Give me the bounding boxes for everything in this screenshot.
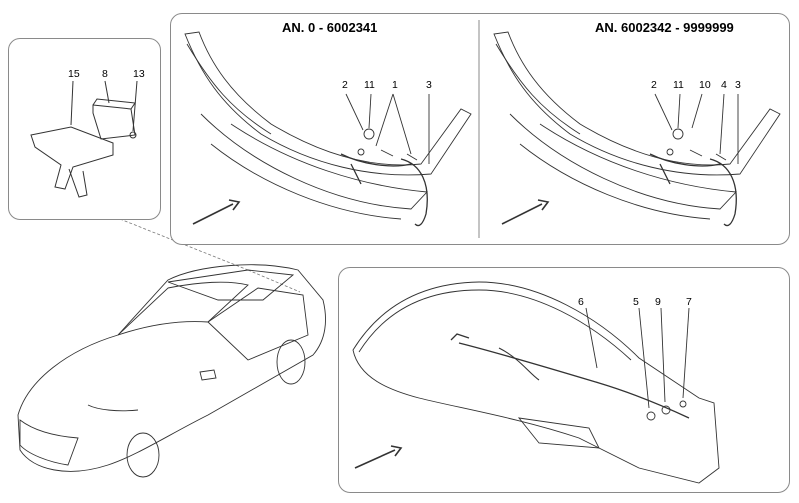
callout-11: 11 — [673, 79, 684, 91]
bumper-assembly-late — [493, 31, 781, 227]
callout-13: 13 — [133, 68, 145, 80]
mounting-bracket — [30, 126, 114, 190]
leader-line-bracket — [119, 218, 249, 271]
leader-line-car — [247, 269, 301, 293]
callout-6: 6 — [578, 296, 584, 308]
callout-3: 3 — [426, 79, 432, 91]
rear-wheel — [276, 339, 306, 385]
front-bumper-variants-panel: AN. 0 - 6002341 AN. 6002342 - 9999999 2 … — [170, 13, 790, 245]
bracket-drawing — [30, 80, 138, 198]
callout-11: 11 — [364, 79, 375, 91]
variant-title-early: AN. 0 - 6002341 — [282, 20, 378, 35]
sunroof — [167, 269, 295, 301]
parking-sensor — [661, 405, 671, 415]
callout-3: 3 — [735, 79, 741, 91]
callout-7: 7 — [686, 296, 692, 308]
mirror — [199, 369, 217, 381]
hood-line — [87, 404, 139, 412]
callout-1: 1 — [392, 79, 398, 91]
control-module-top — [92, 98, 136, 110]
front-bumper-drawings — [184, 20, 781, 238]
clip — [679, 400, 687, 408]
side-windows — [207, 287, 309, 361]
callout-10: 10 — [699, 79, 711, 91]
bracket-panel: 15 8 13 — [8, 38, 161, 220]
callout-2: 2 — [651, 79, 657, 91]
callout-8: 8 — [102, 68, 108, 80]
control-module — [92, 104, 136, 140]
front-wheel — [126, 432, 160, 478]
parking-sensor — [646, 411, 656, 421]
car-body — [17, 264, 326, 472]
callout-15: 15 — [68, 68, 80, 80]
suv-outline-icon — [17, 264, 326, 478]
rear-bumper-panel: 6 5 9 7 — [338, 267, 790, 493]
forward-arrow-icon — [354, 445, 403, 469]
front-grille — [19, 419, 79, 466]
windshield — [117, 281, 249, 336]
bracket-leg — [68, 168, 88, 198]
wiring-harness — [458, 342, 690, 419]
callout-9: 9 — [655, 296, 661, 308]
bumper-assembly-early — [184, 31, 472, 227]
callout-2: 2 — [342, 79, 348, 91]
bolt — [129, 131, 137, 139]
variant-title-late: AN. 6002342 - 9999999 — [595, 20, 734, 35]
callout-5: 5 — [633, 296, 639, 308]
callout-4: 4 — [721, 79, 727, 91]
lower-diffuser — [517, 417, 600, 449]
bumper-shell — [352, 281, 720, 484]
rear-bumper-drawing — [352, 281, 720, 484]
